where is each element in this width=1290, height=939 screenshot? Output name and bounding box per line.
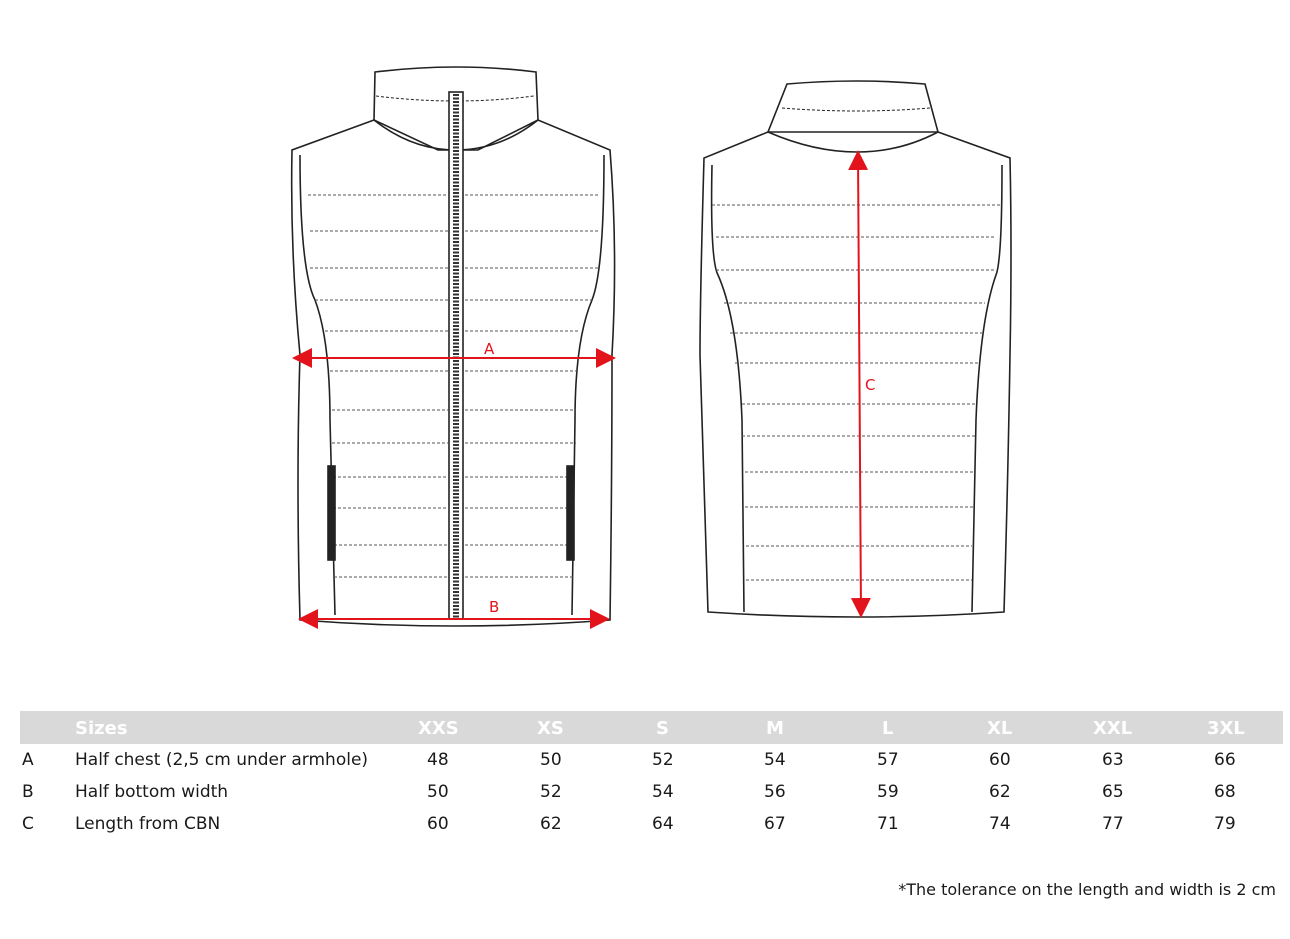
header-size: L [882, 718, 894, 739]
row-label: Length from CBN [75, 814, 221, 834]
cell-value: 54 [764, 750, 786, 770]
table-row: C Length from CBN 60 62 64 67 71 74 77 7… [20, 808, 1283, 840]
header-size: XL [987, 718, 1013, 739]
front-vest-drawing [290, 66, 616, 627]
cell-value: 62 [989, 782, 1011, 802]
vest-drawings [290, 66, 1012, 629]
tolerance-footnote: *The tolerance on the length and width i… [898, 880, 1276, 899]
size-table-header: Sizes XXS XS S M L XL XXL 3XL [20, 711, 1283, 744]
cell-value: 71 [877, 814, 899, 834]
cell-value: 57 [877, 750, 899, 770]
measurement-a-label: A [484, 340, 495, 358]
header-size: XS [537, 718, 564, 739]
cell-value: 74 [989, 814, 1011, 834]
cell-value: 52 [652, 750, 674, 770]
vest-technical-drawing: A B C [290, 66, 1012, 629]
cell-value: 54 [652, 782, 674, 802]
header-size: 3XL [1207, 718, 1245, 739]
row-code: C [22, 814, 34, 834]
cell-value: 50 [540, 750, 562, 770]
table-row: A Half chest (2,5 cm under armhole) 48 5… [20, 744, 1283, 776]
size-table: Sizes XXS XS S M L XL XXL 3XL A Half che… [20, 711, 1283, 840]
cell-value: 66 [1214, 750, 1236, 770]
cell-value: 62 [540, 814, 562, 834]
header-sizes-label: Sizes [75, 718, 128, 739]
header-size: XXS [418, 718, 459, 739]
cell-value: 77 [1102, 814, 1124, 834]
table-row: B Half bottom width 50 52 54 56 59 62 65… [20, 776, 1283, 808]
row-code: A [22, 750, 34, 770]
cell-value: 52 [540, 782, 562, 802]
cell-value: 68 [1214, 782, 1236, 802]
cell-value: 64 [652, 814, 674, 834]
measurement-b-label: B [489, 598, 500, 616]
back-vest-drawing [699, 80, 1012, 618]
header-size: XXL [1093, 718, 1133, 739]
header-size: S [656, 718, 669, 739]
cell-value: 56 [764, 782, 786, 802]
cell-value: 63 [1102, 750, 1124, 770]
row-label: Half chest (2,5 cm under armhole) [75, 750, 369, 770]
row-code: B [22, 782, 34, 802]
measurement-c-arrow [848, 150, 871, 618]
cell-value: 48 [427, 750, 449, 770]
measurement-c-label: C [865, 376, 876, 394]
cell-value: 50 [427, 782, 449, 802]
cell-value: 79 [1214, 814, 1236, 834]
row-label: Half bottom width [75, 782, 229, 802]
cell-value: 60 [427, 814, 449, 834]
cell-value: 67 [764, 814, 786, 834]
cell-value: 65 [1102, 782, 1124, 802]
header-size: M [766, 718, 784, 739]
cell-value: 60 [989, 750, 1011, 770]
cell-value: 59 [877, 782, 899, 802]
